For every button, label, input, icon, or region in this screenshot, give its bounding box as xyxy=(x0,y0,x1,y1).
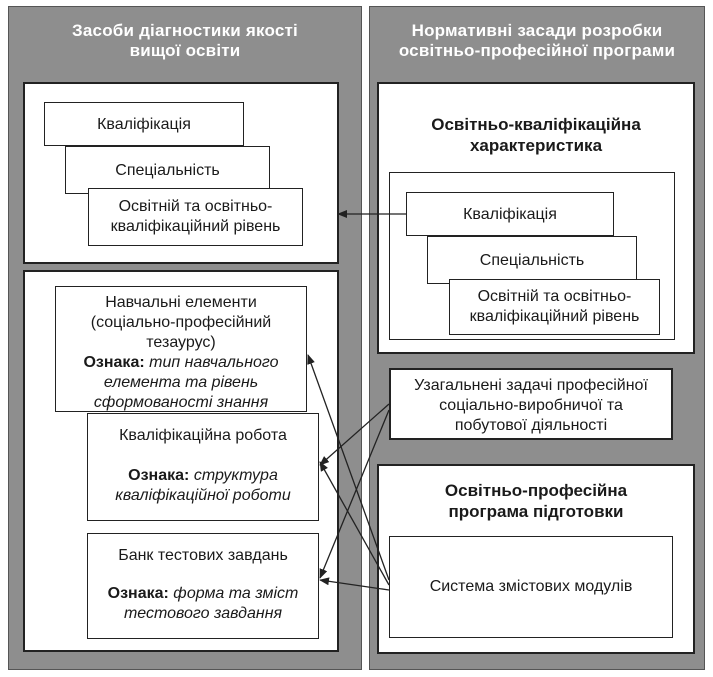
arrow-tasks-to-test-bank xyxy=(319,409,390,579)
generalized-tasks-box: Узагальнені задачі професійної соціально… xyxy=(389,368,673,440)
arrow-modules-to-elements xyxy=(307,354,390,581)
okh-heading: Освітньо-кваліфікаційна характеристика xyxy=(431,115,641,155)
arrow-modules-to-qualification-work xyxy=(319,461,390,586)
arrow-modules-to-test-bank xyxy=(319,577,390,591)
content-modules-box: Система змістових модулів xyxy=(389,536,673,638)
arrow-tasks-to-qualification-work xyxy=(319,403,390,466)
left-column-title: Засоби діагностики якості вищої освіти xyxy=(72,21,298,60)
left-stack-level: Освітній та освітньо- кваліфікаційний рі… xyxy=(88,188,303,246)
left-stack-qualification: Кваліфікація xyxy=(44,102,244,146)
right-stack-level: Освітній та освітньо- кваліфікаційний рі… xyxy=(449,279,660,335)
qualification-work-box: Кваліфікаційна робота Ознака: структура … xyxy=(87,413,319,521)
opp-heading: Освітньо-професійна програма підготовки xyxy=(444,481,628,521)
right-stack-qualification: Кваліфікація xyxy=(406,192,614,236)
educational-elements-box: Навчальні елементи (соціально-професійни… xyxy=(55,286,307,412)
right-column-title: Нормативні засади розробки освітньо-проф… xyxy=(398,21,676,60)
test-bank-box: Банк тестових завдань Ознака: форма та з… xyxy=(87,533,319,639)
